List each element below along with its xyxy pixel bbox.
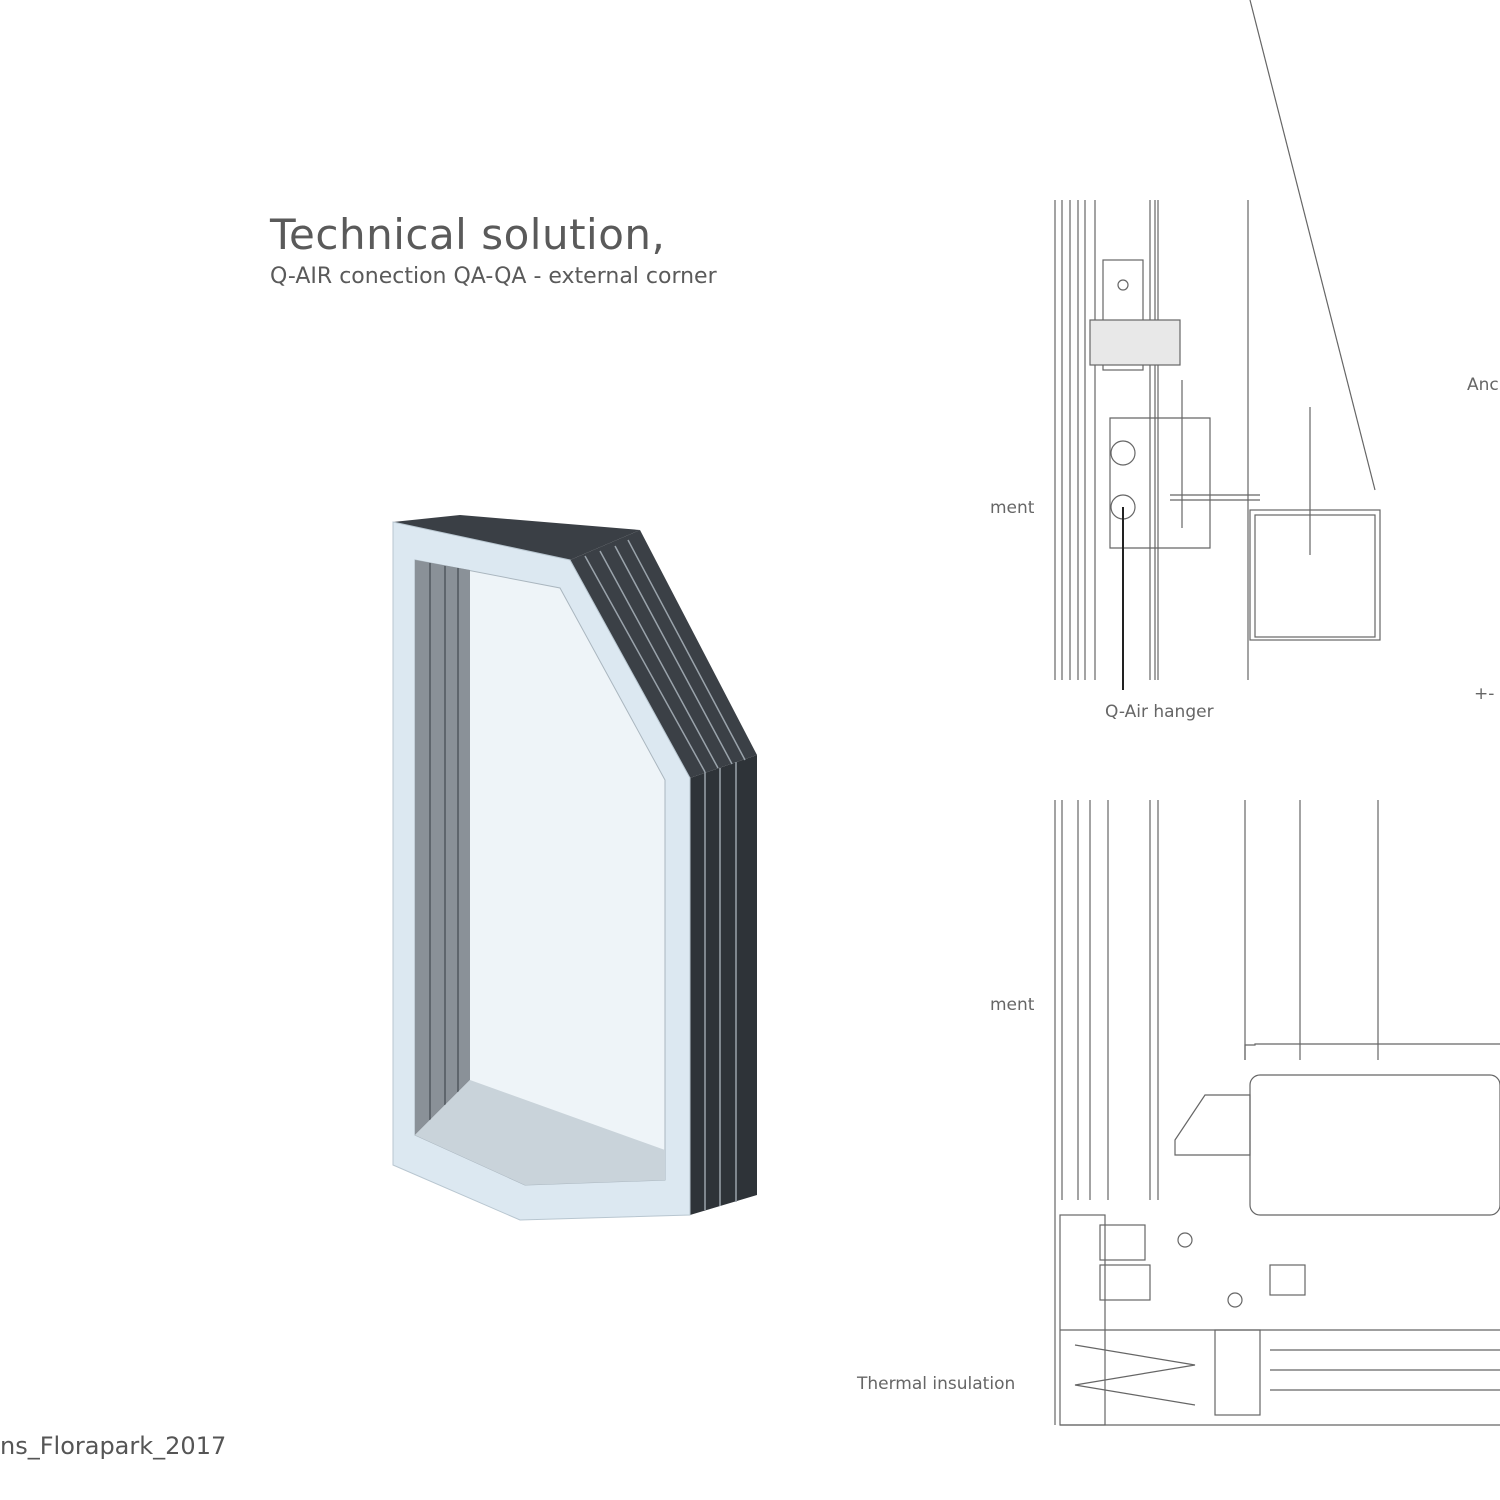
label-element-cut-bottom: ment — [990, 995, 1035, 1015]
footer-project-name: ns_Florapark_2017 — [0, 1432, 227, 1460]
label-element-cut-top: ment — [990, 498, 1035, 518]
insulation-detail-drawing — [1054, 800, 1500, 1426]
page-title: Technical solution, — [270, 210, 666, 259]
page-subtitle: Q-AIR conection QA-QA - external corner — [270, 264, 717, 289]
label-q-air-hanger: Q-Air hanger — [1105, 702, 1214, 722]
hanger-detail-drawing — [1054, 0, 1381, 680]
window-render — [392, 515, 757, 1221]
label-anchor-cut: Anc — [1467, 375, 1499, 395]
label-thermal-insulation: Thermal insulation — [857, 1374, 1016, 1394]
label-tolerance: +- — [1474, 684, 1495, 704]
